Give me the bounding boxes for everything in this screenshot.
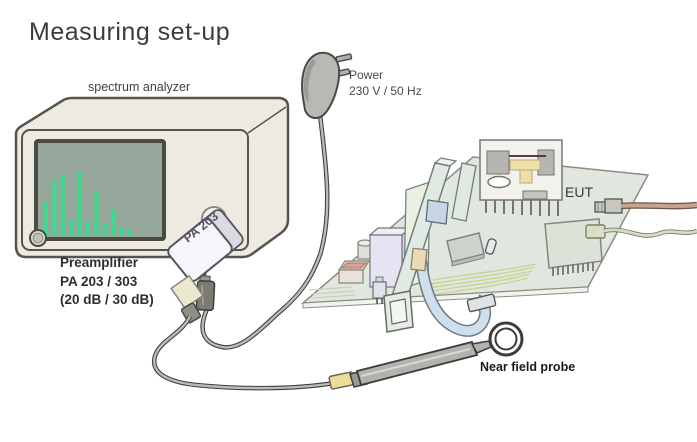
spectrum-bar: [111, 209, 116, 236]
spectrum-bar: [128, 230, 132, 236]
module-tan-pad: [509, 159, 541, 171]
preamp-output-connector: [170, 274, 204, 310]
preamp-caption-line1: Preamplifier: [60, 255, 139, 270]
preamp-caption-line2: PA 203 / 303: [60, 273, 138, 289]
spectrum-bar: [94, 192, 99, 236]
analyzer-knob-inner: [32, 232, 44, 244]
near-field-probe-label: Near field probe: [480, 360, 576, 374]
preamp-ferrule: [180, 302, 202, 324]
right-chip-pins: [552, 262, 594, 276]
eut-label: EUT: [565, 184, 593, 200]
preamp-caption-line3: (20 dB / 30 dB): [60, 292, 154, 307]
module-pins: [485, 200, 559, 216]
green-cable: [603, 228, 697, 237]
blue-connector-block: [425, 199, 449, 225]
signal-cable: [152, 315, 335, 390]
pill-component: [484, 238, 497, 255]
module-oval: [487, 175, 511, 189]
spectrum-bar: [44, 202, 48, 236]
power-supply: [195, 51, 353, 350]
spectrum-bar: [86, 222, 90, 236]
ribbon-end-connector: [466, 293, 497, 313]
probe-handle: [355, 340, 479, 387]
preamp-box: [167, 218, 233, 282]
eut-board: [300, 139, 697, 337]
module-tan-stem: [519, 169, 533, 184]
middle-chip-side: [451, 253, 485, 267]
probe-loop-inner: [494, 327, 518, 351]
near-field-probe-assembly: [151, 314, 524, 391]
page-title: Measuring set-up: [29, 18, 231, 46]
preamplifier-device: [167, 209, 244, 324]
analyzer-screen: [34, 139, 166, 241]
spectrum-bar: [60, 176, 65, 236]
module-small-block: [522, 190, 548, 200]
spectrum-analyzer-device: [14, 96, 290, 259]
riser-card: [389, 157, 477, 306]
metal-bracket: [383, 290, 414, 333]
ribbon-cable: [410, 247, 497, 337]
analyzer-fold-line: [247, 106, 287, 134]
spectrum-analyzer-label: spectrum analyzer: [88, 80, 191, 94]
green-connector: [585, 224, 606, 239]
module-component-left: [486, 150, 510, 175]
ribbon-header: [410, 247, 428, 272]
power-rating-label: 230 V / 50 Hz: [349, 84, 422, 98]
spectrum-bar: [119, 227, 124, 236]
spectrum-bar: [102, 224, 107, 236]
pcb-edge: [302, 286, 589, 309]
spectrum-bar: [69, 220, 74, 236]
transistor: [372, 276, 387, 304]
riser-card-back: [451, 162, 477, 222]
spectrum-bar: [77, 172, 82, 236]
spectrum-bars: [44, 172, 132, 236]
mains-plug: [301, 51, 353, 119]
red-top-component: [337, 260, 371, 284]
brown-cable: [620, 203, 697, 209]
spectrum-bar: [52, 180, 57, 236]
power-module: [479, 139, 563, 216]
probe-handle-highlight: [360, 348, 471, 377]
power-cable-core: [201, 114, 329, 349]
plug-prong-top: [335, 53, 353, 63]
preamp-caption: Preamplifier PA 203 / 303 (20 dB / 30 dB…: [60, 254, 154, 310]
pcb-traces: [308, 263, 537, 299]
power-label: Power: [349, 68, 384, 82]
plug-body-shade: [303, 59, 316, 103]
